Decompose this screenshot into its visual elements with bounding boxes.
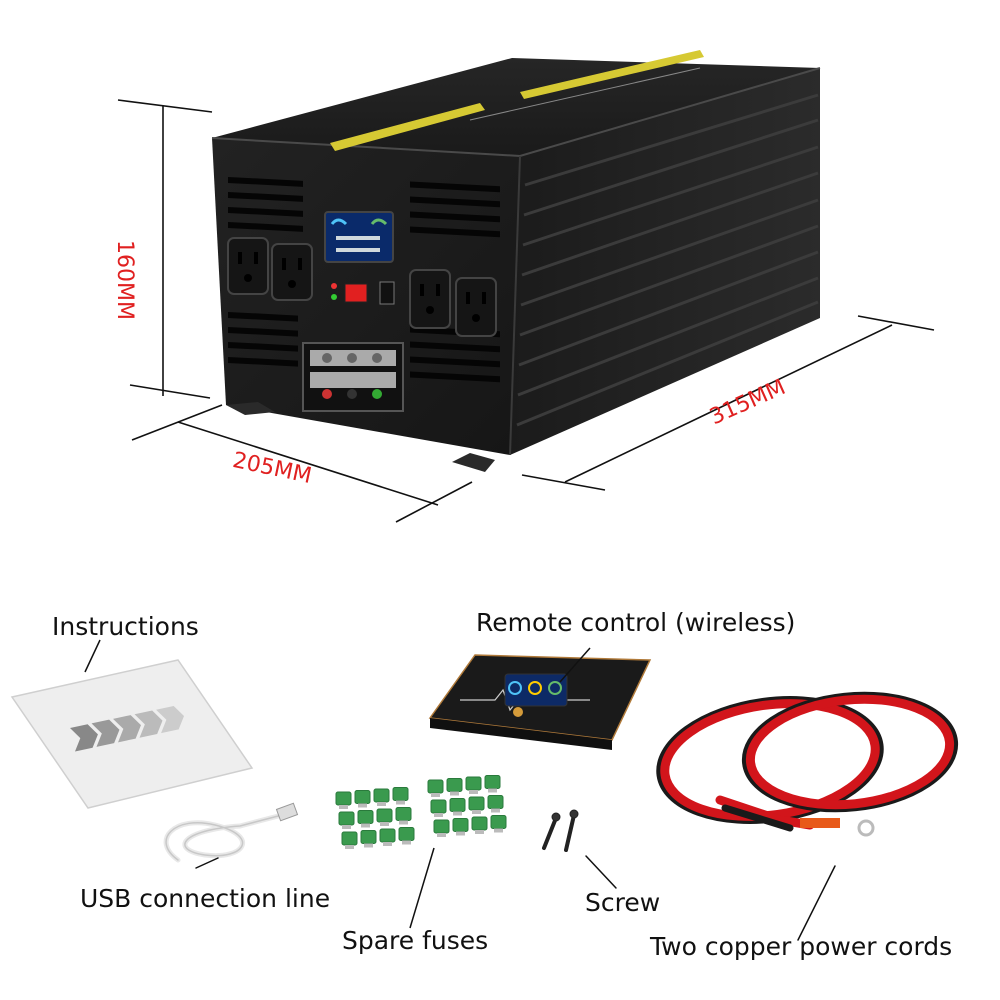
mounting-foot: [452, 453, 495, 472]
inverter-top: [212, 58, 820, 156]
fuse: [452, 818, 469, 832]
usb-cable: [163, 802, 299, 869]
fuse: [433, 819, 450, 834]
fuse-leg: [342, 825, 351, 829]
fuse: [487, 795, 504, 809]
fuse-leg: [431, 793, 440, 797]
fuse-leg: [456, 831, 465, 836]
terminal-block: [302, 342, 404, 412]
fuse: [490, 815, 507, 829]
fuse-leg: [472, 810, 481, 814]
fuse: [376, 808, 393, 823]
fuse: [373, 788, 390, 803]
instruction-manual: [10, 639, 254, 809]
remote-control-label: Remote control (wireless): [476, 608, 796, 637]
fuse-leg: [488, 788, 497, 793]
top-label: [330, 50, 704, 151]
fuse-leg: [437, 833, 446, 837]
remote-control: [428, 647, 652, 750]
led-green-icon: [331, 294, 337, 300]
fuse-leg: [364, 843, 373, 848]
lcd-screen: [324, 211, 394, 263]
mounting-foot: [226, 402, 275, 415]
fuse-leg: [453, 811, 462, 816]
screws: [542, 809, 617, 889]
fuse-leg: [469, 790, 478, 794]
fuse-leg: [396, 800, 405, 805]
power-switch: [344, 283, 368, 303]
front-vents: [228, 176, 500, 383]
fuse: [360, 830, 377, 844]
fuse: [392, 787, 409, 801]
fuse-leg: [399, 820, 408, 825]
spare-fuses: [335, 775, 507, 849]
led-red-icon: [331, 283, 337, 289]
power-cords-label: Two copper power cords: [650, 932, 953, 961]
fuse-leg: [345, 845, 354, 849]
fuse-leg: [358, 803, 367, 808]
fuse: [341, 831, 358, 846]
usb-port: [379, 281, 395, 305]
fuse-leg: [494, 828, 503, 833]
ac-outlets: [227, 237, 497, 337]
fuse-leg: [402, 840, 411, 845]
fuse: [468, 796, 485, 811]
fuse: [395, 807, 412, 821]
usb-cable-label: USB connection line: [80, 884, 331, 913]
fuse-leg: [380, 822, 389, 826]
power-cords: [656, 691, 959, 941]
dimension-lines: [117, 99, 935, 523]
fuse: [354, 790, 371, 804]
fuse: [427, 779, 444, 794]
screw-label: Screw: [585, 888, 661, 917]
fuse: [430, 799, 447, 814]
fuse: [338, 811, 355, 826]
fuse-leg: [475, 830, 484, 834]
fuse-leg: [491, 808, 500, 813]
fuse-leg: [339, 805, 348, 809]
fuse: [357, 810, 374, 824]
instructions-label: Instructions: [52, 612, 199, 641]
fuse-leg: [383, 842, 392, 846]
inverter: [211, 50, 821, 472]
fuse-leg: [377, 802, 386, 806]
fuse: [398, 827, 415, 841]
fuse: [484, 775, 501, 789]
fuse: [379, 828, 396, 843]
fuse-leg: [450, 791, 459, 796]
spare-fuses-label: Spare fuses: [342, 926, 489, 955]
fuse: [449, 798, 466, 812]
height-dimension: 160MM: [112, 240, 137, 320]
fuse: [465, 776, 482, 791]
heatsink-fins: [516, 93, 819, 427]
fuse: [335, 791, 352, 806]
fuse: [471, 816, 488, 831]
fuse-leg: [361, 823, 370, 828]
fuse-leg: [434, 813, 443, 817]
fuse: [446, 778, 463, 792]
